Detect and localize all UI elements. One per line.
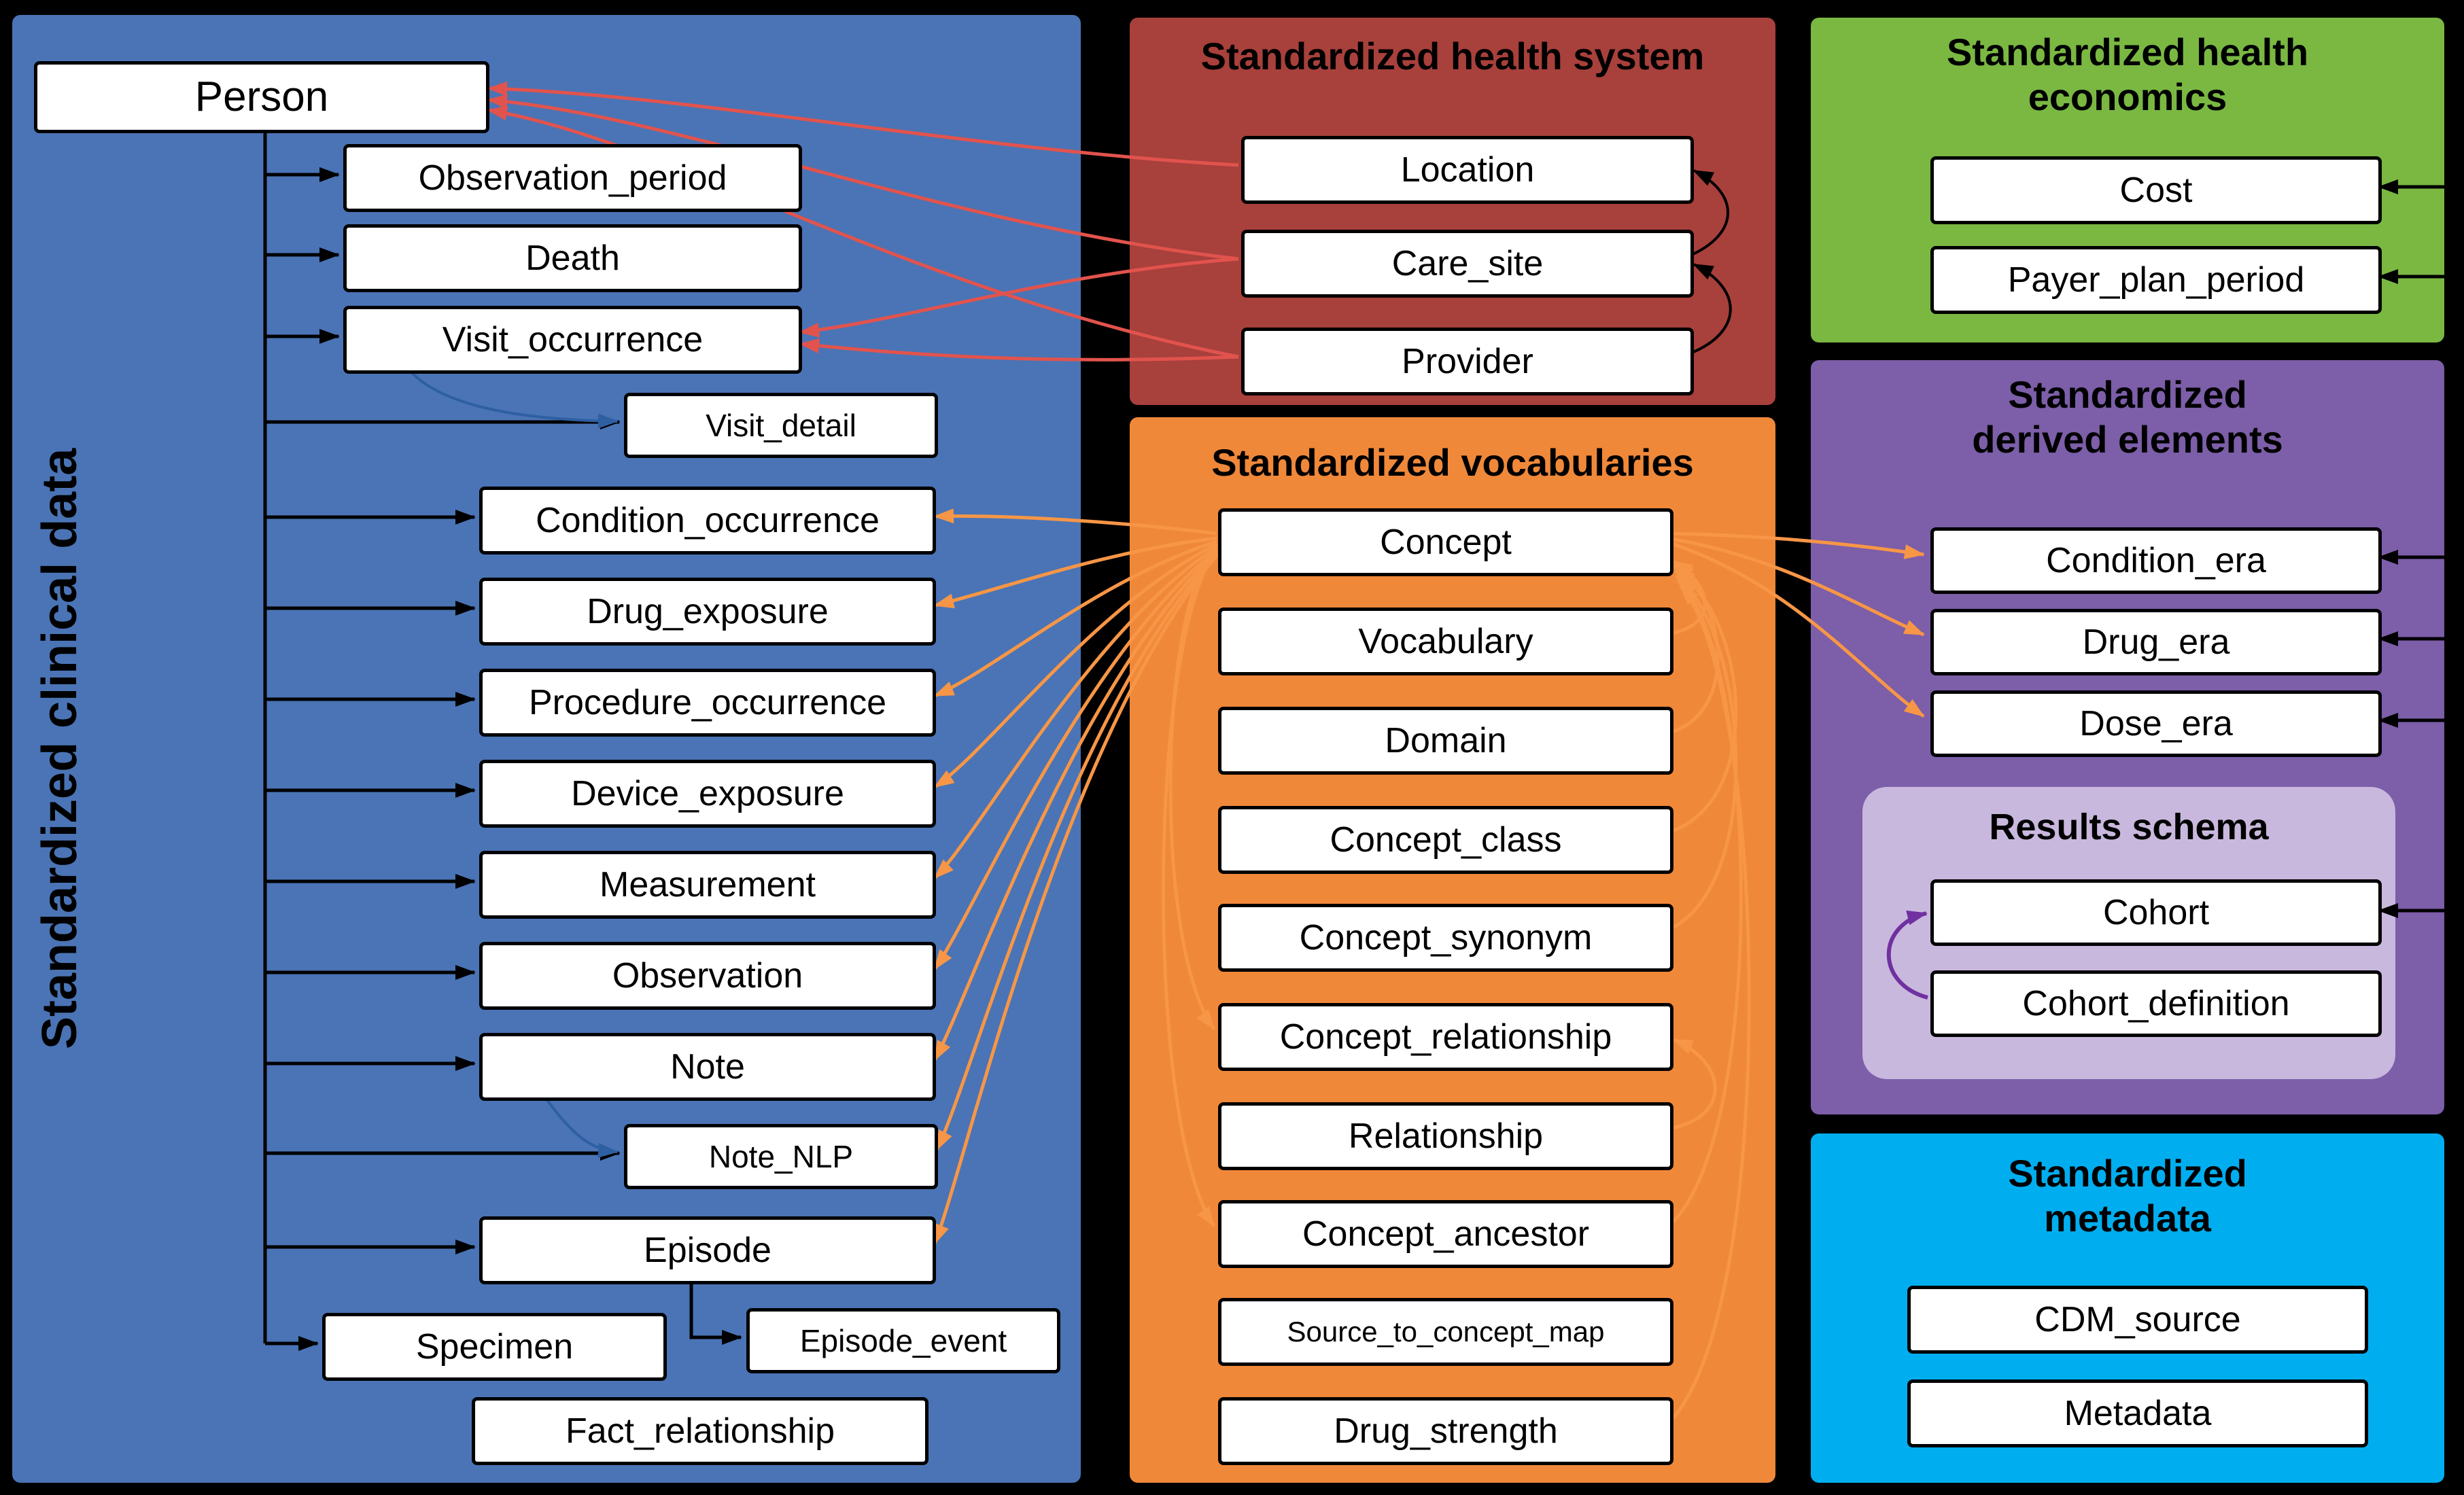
table-condition-era: Condition_era (1930, 527, 2382, 594)
table-concept: Concept (1218, 508, 1673, 576)
derived-elements-panel-title: Standardized derived elements (1972, 373, 2283, 461)
vocabularies-panel-title: Standardized vocabularies (1211, 441, 1694, 484)
table-drug-strength: Drug_strength (1218, 1397, 1673, 1465)
table-care-site: Care_site (1241, 230, 1694, 298)
table-location: Location (1241, 136, 1694, 204)
table-concept-synonym: Concept_synonym (1218, 904, 1673, 972)
table-specimen: Specimen (322, 1313, 667, 1381)
table-relationship: Relationship (1218, 1102, 1673, 1170)
table-procedure-occurrence: Procedure_occurrence (479, 669, 936, 737)
table-note: Note (479, 1033, 936, 1101)
table-observation-period: Observation_period (343, 144, 802, 212)
table-condition-occurrence: Condition_occurrence (479, 487, 936, 555)
table-drug-exposure: Drug_exposure (479, 578, 936, 646)
metadata-panel-title: Standardized metadata (2008, 1152, 2247, 1240)
table-cost: Cost (1930, 156, 2382, 224)
table-visit-occurrence: Visit_occurrence (343, 306, 802, 374)
results-schema-title: Results schema (1989, 807, 2269, 847)
table-visit-detail: Visit_detail (624, 393, 938, 458)
table-cohort-definition: Cohort_definition (1930, 970, 2382, 1037)
table-observation: Observation (479, 942, 936, 1010)
table-vocabulary: Vocabulary (1218, 608, 1673, 675)
table-concept-class: Concept_class (1218, 806, 1673, 874)
table-device-exposure: Device_exposure (479, 760, 936, 828)
table-death: Death (343, 224, 802, 292)
table-cdm-source: CDM_source (1907, 1286, 2368, 1354)
table-drug-era: Drug_era (1930, 609, 2382, 675)
table-dose-era: Dose_era (1930, 690, 2382, 757)
table-note-nlp: Note_NLP (624, 1124, 938, 1189)
table-metadata: Metadata (1907, 1379, 2368, 1447)
table-episode-event: Episode_event (746, 1308, 1060, 1373)
table-source-to-concept-map: Source_to_concept_map (1218, 1298, 1673, 1366)
table-domain: Domain (1218, 707, 1673, 775)
table-provider: Provider (1241, 328, 1694, 395)
table-person: Person (34, 61, 489, 133)
clinical-panel-title: Standardized clinical data (33, 448, 87, 1050)
health-system-panel-title: Standardized health system (1200, 35, 1705, 77)
table-concept-relationship: Concept_relationship (1218, 1003, 1673, 1071)
table-fact-relationship: Fact_relationship (472, 1397, 929, 1465)
table-cohort: Cohort (1930, 879, 2382, 946)
table-episode: Episode (479, 1216, 936, 1284)
table-measurement: Measurement (479, 851, 936, 919)
health-economics-panel-title: Standardized health economics (1946, 31, 2309, 119)
table-payer-plan-period: Payer_plan_period (1930, 246, 2382, 314)
table-concept-ancestor: Concept_ancestor (1218, 1200, 1673, 1268)
